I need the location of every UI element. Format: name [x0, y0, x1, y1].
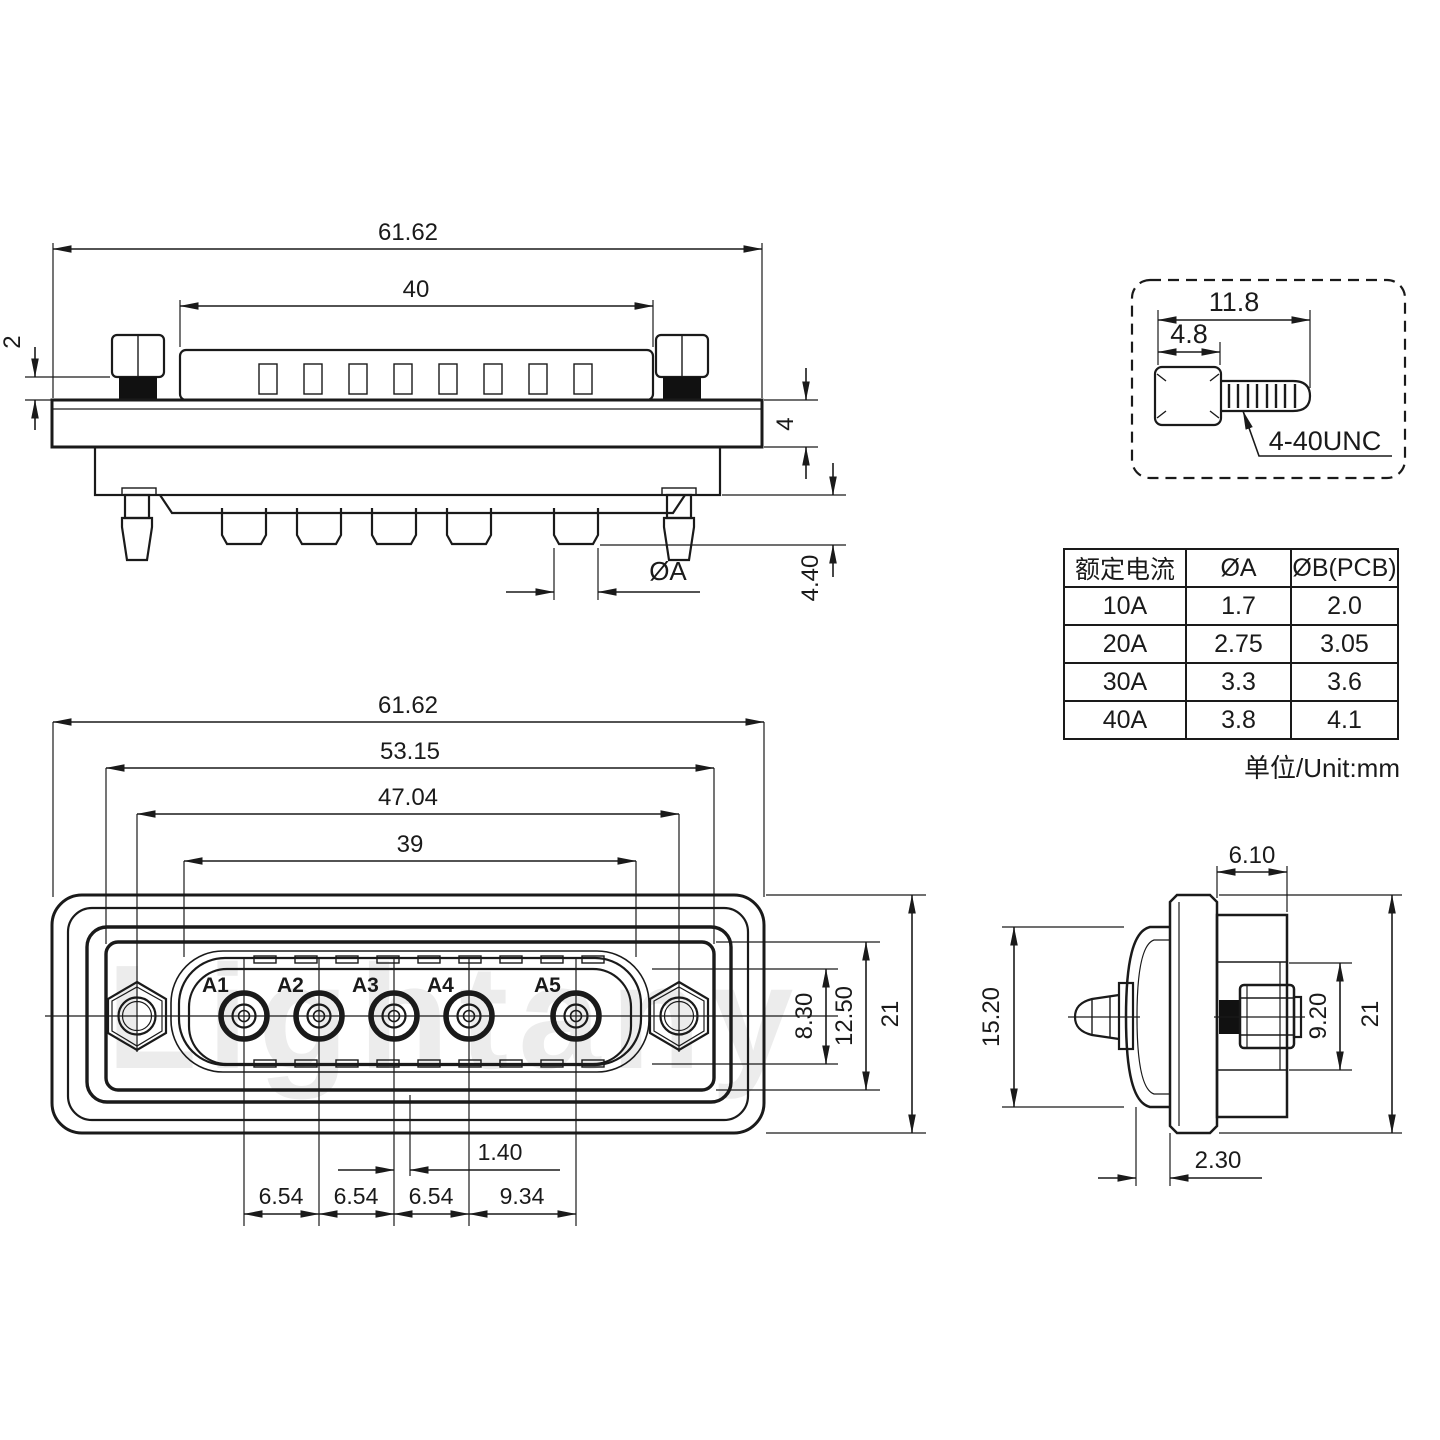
pin-label-a1: A1 — [202, 974, 229, 997]
dim-front-panel-height: 12.50 — [831, 986, 858, 1046]
screw-thread-lines — [1227, 384, 1297, 408]
spec-header-phi-a: ØA — [1185, 548, 1292, 588]
spec-cell: 10A — [1063, 586, 1187, 626]
thread-spec-label: 4-40UNC — [1269, 426, 1382, 456]
spec-cell: 1.7 — [1185, 586, 1292, 626]
screw-detail-inset: 11.8 4.8 4-40UNC — [1130, 278, 1407, 480]
dim-top-body-width: 40 — [403, 276, 430, 303]
dim-screw-head-length: 4.8 — [1170, 319, 1208, 349]
dim-front-overall-width: 61.62 — [378, 692, 438, 719]
pin-label-a5: A5 — [534, 974, 561, 997]
dim-front-face-height: 8.30 — [791, 993, 818, 1040]
dim-top-thread-gap: 2 — [0, 335, 26, 348]
power-pins-side — [220, 508, 600, 546]
dim-side-nut-height: 9.20 — [1305, 993, 1332, 1040]
side-flange — [1168, 893, 1219, 1135]
pin-label-a3: A3 — [352, 974, 379, 997]
dim-front-screw-spacing: 47.04 — [378, 784, 438, 811]
spec-row-10a: 10A 1.7 2.0 — [1063, 586, 1399, 626]
dim-front-panel-width: 53.15 — [380, 738, 440, 765]
screw-shaft — [1221, 379, 1312, 413]
spec-table-header-row: 额定电流 ØA ØB(PCB) — [1063, 548, 1399, 588]
dim-front-center-offset: 1.40 — [478, 1139, 523, 1165]
left-hex-nut — [106, 980, 168, 1052]
spec-cell: 30A — [1063, 662, 1187, 702]
pin-label-a2: A2 — [277, 974, 304, 997]
dim-side-front-depth: 15.20 — [978, 987, 1005, 1047]
spec-row-20a: 20A 2.75 3.05 — [1063, 624, 1399, 664]
dim-top-overall-width: 61.62 — [378, 219, 438, 246]
dim-top-flange-thickness: 4 — [772, 417, 799, 430]
dim-front-pitch3: 6.54 — [409, 1183, 454, 1209]
spec-row-30a: 30A 3.3 3.6 — [1063, 662, 1399, 702]
right-hex-nut — [648, 980, 710, 1052]
spec-header-current: 额定电流 — [1063, 548, 1187, 588]
pin-label-a4: A4 — [427, 974, 454, 997]
spec-cell: 3.05 — [1290, 624, 1399, 664]
power-pin-contacts — [218, 990, 602, 1042]
spec-cell: 4.1 — [1290, 700, 1399, 740]
mounting-flange — [50, 398, 764, 449]
spec-header-phi-b: ØB(PCB) — [1290, 548, 1399, 588]
spec-cell: 2.0 — [1290, 586, 1399, 626]
spec-cell: 3.3 — [1185, 662, 1292, 702]
top-view: 61.62 40 2 4 4.40 ØA — [0, 219, 846, 601]
dim-screw-total-length: 11.8 — [1209, 287, 1260, 317]
spec-cell: 3.6 — [1290, 662, 1399, 702]
screw-head — [1153, 365, 1223, 427]
dim-side-body-depth: 6.10 — [1229, 842, 1276, 869]
front-view: 61.62 53.15 47.04 39 — [45, 692, 926, 1226]
insulator-slots — [258, 363, 593, 395]
dim-front-face-width: 39 — [397, 831, 424, 858]
dim-front-pitch2: 6.54 — [334, 1183, 379, 1209]
boardlock-pins — [120, 493, 696, 562]
spec-table: 额定电流 ØA ØB(PCB) 10A 1.7 2.0 20A 2.75 3.0… — [1063, 548, 1399, 740]
spec-cell: 3.8 — [1185, 700, 1292, 740]
dim-front-pitch4: 9.34 — [500, 1183, 545, 1209]
side-view: 6.10 15.20 9.20 21 2.30 — [978, 842, 1402, 1186]
unit-note: 单位/Unit:mm — [1243, 753, 1400, 783]
dim-side-flange-offset: 2.30 — [1195, 1147, 1242, 1174]
dim-side-overall-height: 21 — [1357, 1001, 1384, 1028]
spec-row-40a: 40A 3.8 4.1 — [1063, 700, 1399, 740]
face-ticks — [253, 955, 605, 1068]
spec-cell: 20A — [1063, 624, 1187, 664]
right-thumbscrew — [654, 333, 710, 400]
side-rear-body — [1215, 913, 1289, 1119]
dim-front-pitch1: 6.54 — [259, 1183, 304, 1209]
connector-base — [93, 445, 722, 497]
dim-top-pin-length: 4.40 — [797, 555, 824, 602]
dim-front-overall-height: 21 — [877, 1001, 904, 1028]
spec-cell: 2.75 — [1185, 624, 1292, 664]
spec-cell: 40A — [1063, 700, 1187, 740]
left-thumbscrew — [110, 333, 166, 400]
